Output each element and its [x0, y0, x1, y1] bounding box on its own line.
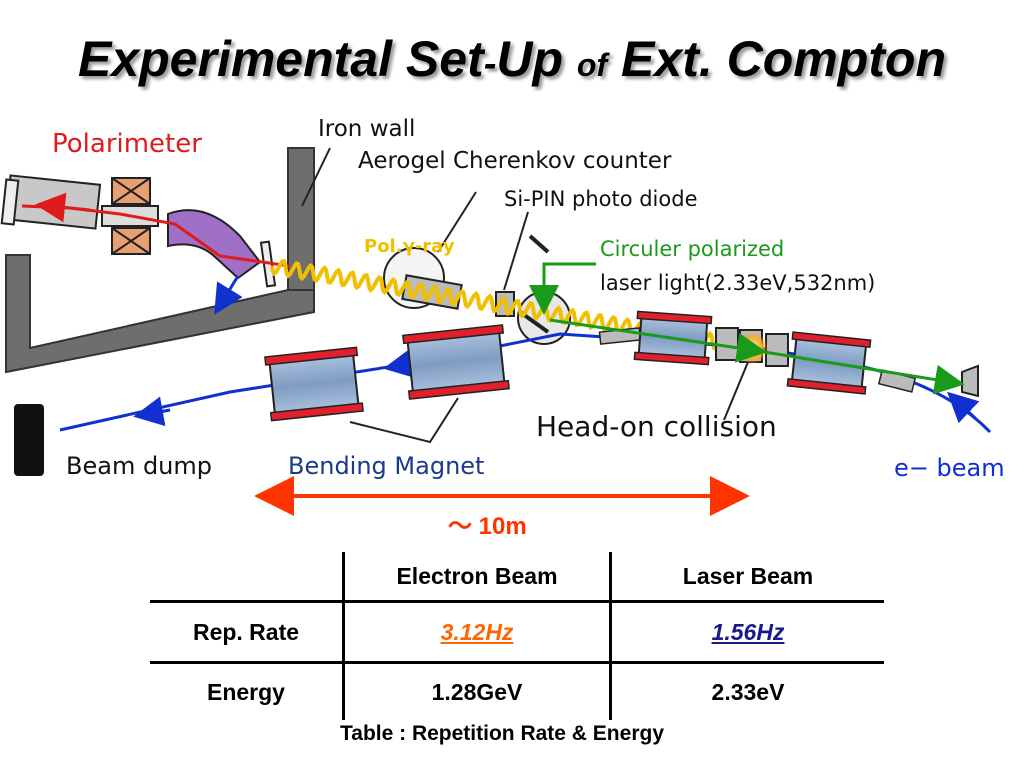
electron-rep-rate: 3.12Hz [440, 618, 514, 645]
laser-label-line1: Circuler polarized [600, 237, 784, 261]
electron-energy: 1.28GeV [342, 662, 611, 720]
aerogel-label: Aerogel Cherenkov counter [358, 148, 672, 174]
table-row: Energy 1.28GeV 2.33eV [150, 662, 884, 720]
row-label-rep-rate: Rep. Rate [150, 600, 344, 664]
polarimeter-detector [0, 174, 277, 288]
bending-magnet-label: Bending Magnet [288, 452, 484, 480]
bending-magnet-2 [402, 324, 510, 400]
leader-lines [301, 147, 749, 444]
e-beam-label: e− beam [894, 454, 1005, 482]
iron-wall-label: Iron wall [318, 116, 415, 142]
page-title: Experimental Set-Up of Ext. Compton [77, 31, 947, 87]
polarimeter-red-arrow [35, 192, 91, 223]
laser-light [529, 262, 965, 395]
table-caption: Table : Repetition Rate & Energy [340, 722, 664, 745]
data-table: Electron Beam Laser Beam Rep. Rate 3.12H… [150, 552, 884, 720]
laser-energy: 2.33eV [609, 662, 884, 720]
beam-dump-arrow [133, 396, 171, 427]
head-on-label: Head-on collision [536, 410, 777, 443]
distance-label: ～ 10m [448, 513, 527, 540]
pol-gamma-label: Pol.γ-ray [364, 236, 455, 257]
collision-magnets [598, 310, 979, 398]
header-empty [150, 552, 344, 602]
polarimeter-label: Polarimeter [52, 129, 202, 159]
table-row: Rep. Rate 3.12Hz 1.56Hz [150, 600, 884, 664]
bending-magnet-1 [264, 346, 364, 422]
si-pin-label: Si-PIN photo diode [504, 187, 698, 211]
laser-label-line2: laser light(2.33eV,532nm) [600, 271, 875, 295]
row-label-energy: Energy [207, 678, 285, 705]
header-laser-beam: Laser Beam [609, 552, 884, 602]
deflected-beam-arrow [214, 275, 243, 315]
laser-rep-rate: 1.56Hz [711, 618, 785, 645]
header-electron-beam: Electron Beam [342, 552, 611, 602]
beam-dump-label: Beam dump [66, 452, 212, 480]
beam-dump-block [14, 404, 44, 476]
e-beam-entry-arrow [947, 391, 980, 424]
